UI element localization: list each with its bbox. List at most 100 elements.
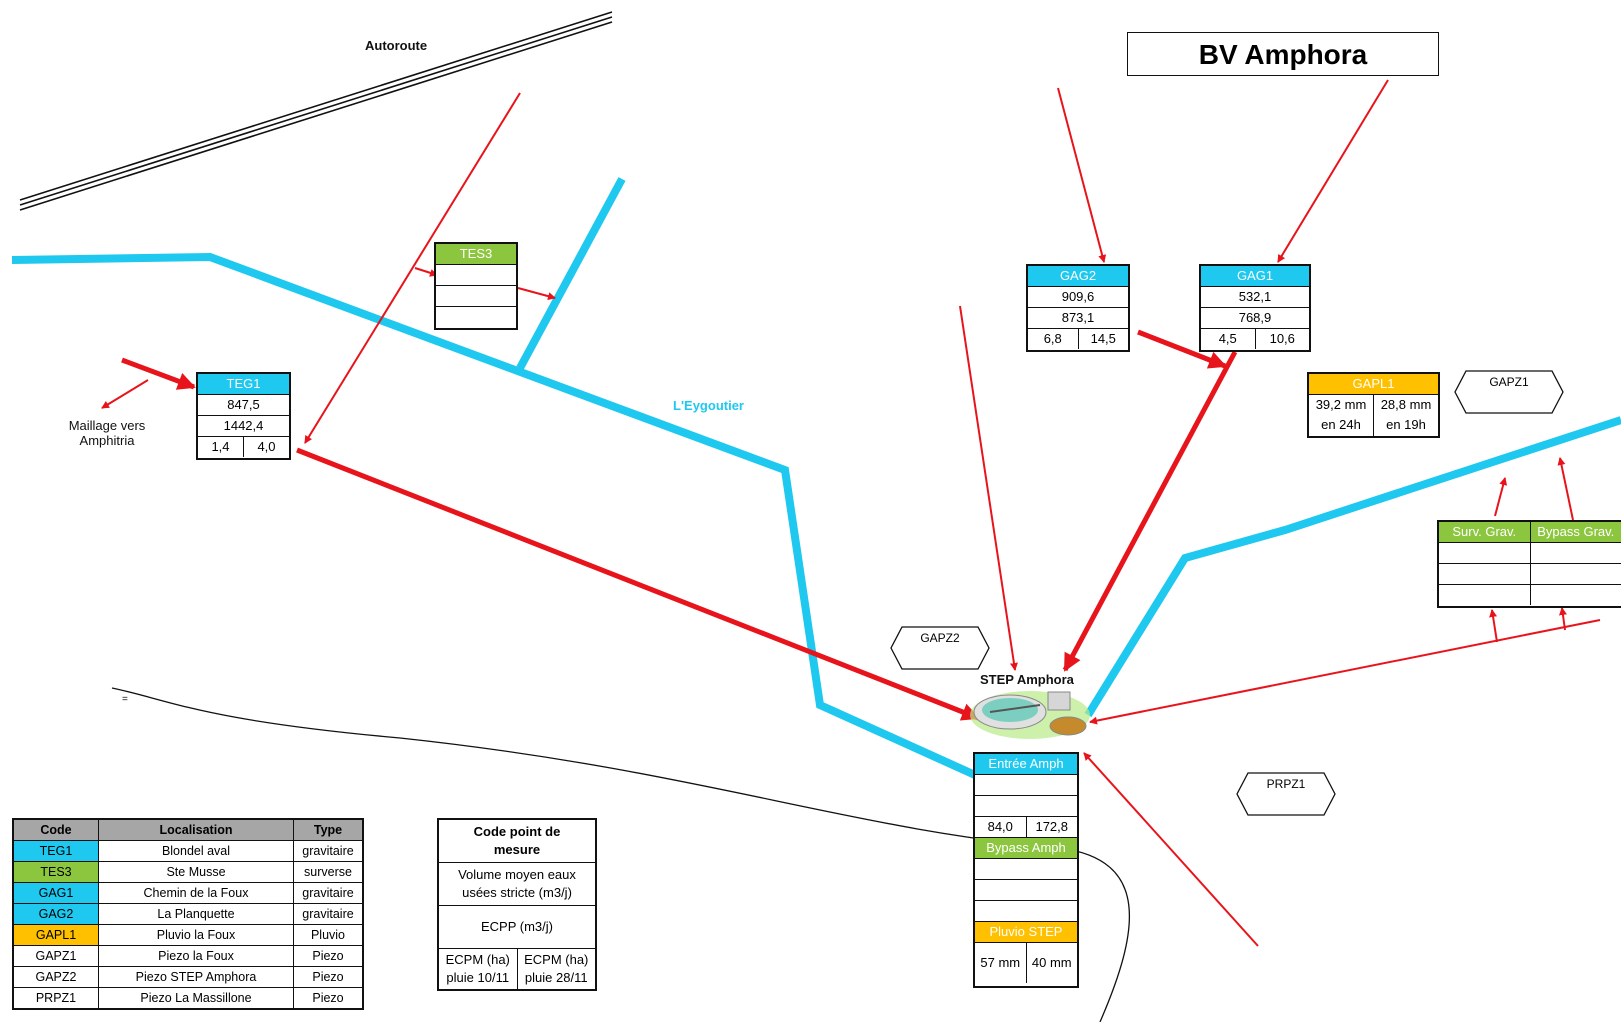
flow-up-surv1 [1492, 610, 1497, 642]
legend-cell-code: TEG1 [13, 841, 99, 862]
flow-to-gag1 [1278, 80, 1388, 262]
piezo-gapz1-label: GAPZ1 [1454, 370, 1564, 392]
measure-code-title: Code point de mesure [439, 820, 595, 863]
station-surv-bypass-grav[interactable]: Surv. Grav. Bypass Grav. [1437, 520, 1621, 608]
legend-cell-code: GAG2 [13, 904, 99, 925]
legend-cell-type: surverse [294, 862, 364, 883]
legend-cell-loc: Piezo STEP Amphora [99, 967, 294, 988]
station-teg1-v3: 1,4 4,0 [198, 437, 289, 457]
autoroute-label: Autoroute [365, 38, 427, 53]
measure-code-ecpm2-l1: ECPM (ha) [518, 951, 596, 969]
measure-code-ecpm: ECPM (ha) pluie 10/11 ECPM (ha) pluie 28… [439, 949, 595, 989]
legend-cell-loc: Ste Musse [99, 862, 294, 883]
station-gag1-code: GAG1 [1201, 266, 1309, 287]
piezo-gapz2-label: GAPZ2 [890, 626, 990, 648]
measure-code-vol-l2: usées stricte (m3/j) [439, 884, 595, 902]
legend-row: TES3Ste Mussesurverse [13, 862, 363, 883]
flow-into-teg1 [122, 360, 194, 387]
station-gapl1-c2l2: en 19h [1374, 415, 1438, 435]
flow-from-tes3 [518, 288, 555, 298]
legend-cell-loc: Chemin de la Foux [99, 883, 294, 904]
flow-teg1-step [297, 450, 978, 718]
station-entree-v3: 84,0 172,8 [975, 817, 1077, 838]
equals-mark: = [122, 694, 128, 705]
legend-cell-code: GAPZ2 [13, 967, 99, 988]
legend-body: TEG1Blondel avalgravitaireTES3Ste Musses… [13, 841, 363, 1010]
measure-code-ecpm2-l2: pluie 28/11 [518, 969, 596, 987]
legend-cell-type: Piezo [294, 988, 364, 1010]
surv-bypass-row2 [1439, 564, 1621, 585]
surv-bypass-header: Surv. Grav. Bypass Grav. [1439, 522, 1621, 543]
legend-row: GAPZ2Piezo STEP AmphoraPiezo [13, 967, 363, 988]
measure-code-ecpm1: ECPM (ha) pluie 10/11 [439, 949, 518, 989]
station-tes3[interactable]: TES3 [434, 242, 518, 330]
station-gapl1-c2l1: 28,8 mm [1374, 395, 1438, 415]
piezo-prpz1-label: PRPZ1 [1236, 772, 1336, 794]
autoroute-line [20, 12, 612, 210]
piezo-prpz1[interactable]: PRPZ1 [1236, 772, 1336, 816]
station-bypass-amph-row3 [975, 901, 1077, 922]
flow-to-gag2 [1058, 88, 1104, 262]
legend-cell-loc: Blondel aval [99, 841, 294, 862]
legend-header-localisation: Localisation [99, 819, 294, 841]
legend-cell-code: TES3 [13, 862, 99, 883]
station-gag2-v3a: 6,8 [1028, 329, 1079, 349]
measure-code-ecpm1-l1: ECPM (ha) [439, 951, 517, 969]
station-teg1-v3b: 4,0 [244, 437, 289, 457]
legend-cell-type: gravitaire [294, 883, 364, 904]
station-gag2-v3b: 14,5 [1079, 329, 1129, 349]
station-gag1[interactable]: GAG1 532,1 768,9 4,5 10,6 [1199, 264, 1311, 352]
station-gapl1[interactable]: GAPL1 39,2 mm en 24h 28,8 mm en 19h [1307, 372, 1440, 438]
station-tes3-row1 [436, 265, 516, 286]
station-gag1-v2: 768,9 [1201, 308, 1309, 329]
station-gapl1-c1l2: en 24h [1309, 415, 1373, 435]
legend-cell-type: Piezo [294, 967, 364, 988]
piezo-gapz1[interactable]: GAPZ1 [1454, 370, 1564, 414]
station-gapl1-c1l1: 39,2 mm [1309, 395, 1373, 415]
step-label: STEP Amphora [980, 672, 1074, 687]
station-entree-v3b: 172,8 [1027, 817, 1078, 837]
station-gag1-v1: 532,1 [1201, 287, 1309, 308]
measure-code-title-l1: Code point de [439, 823, 595, 841]
flow-to-step-top [960, 306, 1015, 670]
station-bypass-amph-row1 [975, 859, 1077, 880]
surv-bypass-row1 [1439, 543, 1621, 564]
legend-cell-loc: Pluvio la Foux [99, 925, 294, 946]
station-gag1-v3: 4,5 10,6 [1201, 329, 1309, 349]
measure-code-ecpm1-l2: pluie 10/11 [439, 969, 517, 987]
station-entree-v2 [975, 796, 1077, 817]
surv-bypass-row3 [1439, 585, 1621, 605]
station-entree-code: Entrée Amph [975, 754, 1077, 775]
station-teg1-code: TEG1 [198, 374, 289, 395]
measure-code-volume: Volume moyen eaux usées stricte (m3/j) [439, 863, 595, 906]
station-gag2-v3: 6,8 14,5 [1028, 329, 1128, 349]
station-teg1-v2: 1442,4 [198, 416, 289, 437]
station-pluvio-step-code: Pluvio STEP [975, 922, 1077, 943]
station-teg1-v1: 847,5 [198, 395, 289, 416]
measure-code-ecpp: ECPP (m3/j) [439, 906, 595, 949]
station-gag2-v1: 909,6 [1028, 287, 1128, 308]
station-step[interactable]: Entrée Amph 84,0 172,8 Bypass Amph Pluvi… [973, 752, 1079, 988]
legend-cell-loc: Piezo La Massillone [99, 988, 294, 1010]
station-teg1-v3a: 1,4 [198, 437, 244, 457]
legend-cell-code: GAPL1 [13, 925, 99, 946]
station-bypass-amph-code: Bypass Amph [975, 838, 1077, 859]
maillage-line2: Amphitria [62, 433, 152, 448]
legend-cell-loc: La Planquette [99, 904, 294, 925]
station-pluvio-step-vb: 40 mm [1027, 943, 1078, 983]
station-gag2[interactable]: GAG2 909,6 873,1 6,8 14,5 [1026, 264, 1130, 352]
bypass-grav-label: Bypass Grav. [1531, 522, 1621, 542]
station-teg1[interactable]: TEG1 847,5 1442,4 1,4 4,0 [196, 372, 291, 460]
station-tes3-row3 [436, 307, 516, 327]
measure-code-title-l2: mesure [439, 841, 595, 859]
piezo-gapz2[interactable]: GAPZ2 [890, 626, 990, 670]
maillage-label: Maillage vers Amphitria [62, 418, 152, 448]
legend-header-row: Code Localisation Type [13, 819, 363, 841]
station-gapl1-values: 39,2 mm en 24h 28,8 mm en 19h [1309, 395, 1438, 437]
station-entree-v3a: 84,0 [975, 817, 1027, 837]
legend-row: TEG1Blondel avalgravitaire [13, 841, 363, 862]
